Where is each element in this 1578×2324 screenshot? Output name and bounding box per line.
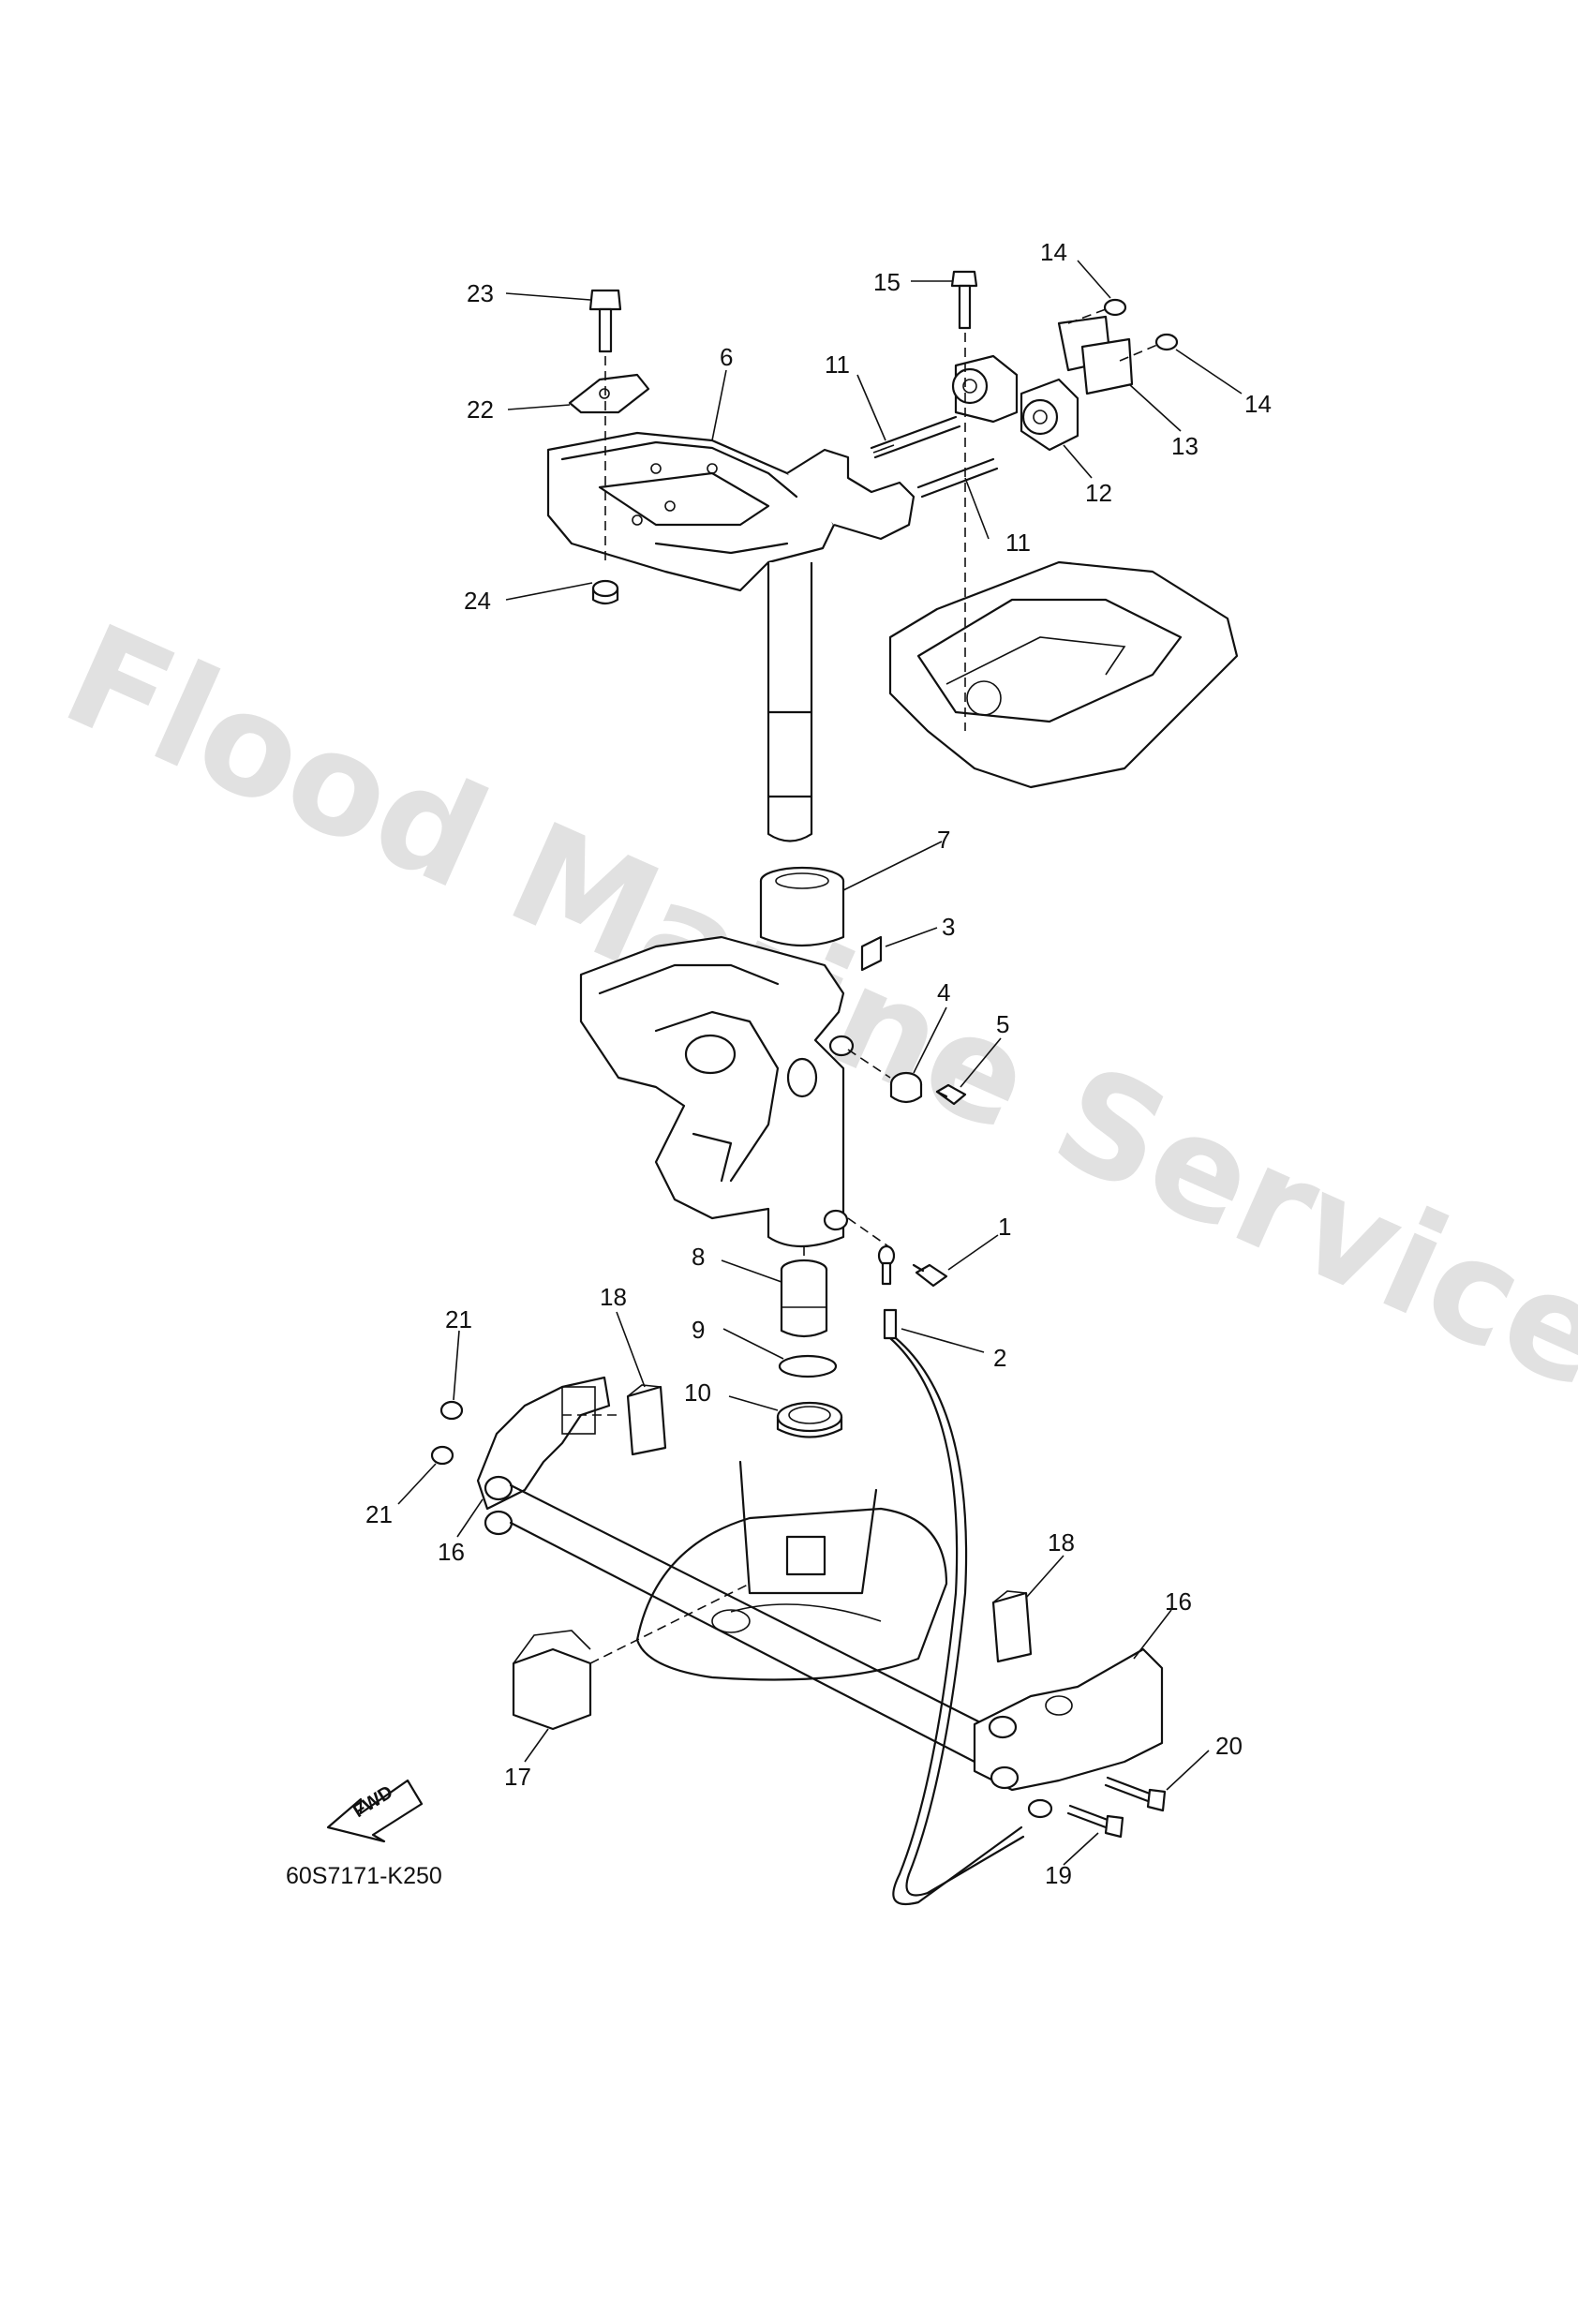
swivel-bracket-part <box>579 935 855 1248</box>
callout-21b: 21 <box>365 1500 393 1528</box>
callout-18a: 18 <box>600 1283 627 1311</box>
right-bracket-part <box>973 1647 1164 1792</box>
mount-rubber-part <box>951 354 1079 452</box>
clip-part <box>860 935 883 972</box>
diagram-code: 60S7171-K250 <box>286 1863 442 1889</box>
callout-8: 8 <box>692 1243 705 1271</box>
callout-9: 9 <box>692 1316 705 1344</box>
callout-11b: 11 <box>1005 529 1031 557</box>
callout-1: 1 <box>998 1213 1011 1241</box>
callout-6: 6 <box>720 343 733 371</box>
callout-10: 10 <box>684 1378 711 1407</box>
callout-16b: 16 <box>1165 1587 1192 1616</box>
mount-nut-part <box>1067 298 1179 362</box>
bushing-part <box>759 866 845 947</box>
callout-labels: 23 22 24 6 11 11 15 14 14 13 12 7 3 4 5 … <box>365 238 1272 1889</box>
callout-16a: 16 <box>438 1538 465 1566</box>
callout-3: 3 <box>942 913 955 941</box>
leader-lines <box>397 260 1243 1866</box>
bracket-bolt-part <box>1066 1804 1124 1839</box>
callout-15: 15 <box>873 268 901 296</box>
left-damper-part <box>626 1384 667 1456</box>
callout-21a: 21 <box>445 1305 472 1333</box>
callout-4: 4 <box>937 978 950 1006</box>
seal-part <box>776 1401 843 1438</box>
callout-13: 13 <box>1171 432 1198 460</box>
stud-part <box>870 415 999 499</box>
callout-17: 17 <box>504 1763 531 1791</box>
casing-outline <box>888 560 1239 789</box>
steering-bracket-part <box>546 431 916 842</box>
callout-2: 2 <box>993 1344 1006 1372</box>
lower-damper-part <box>512 1583 751 1731</box>
callout-22: 22 <box>467 395 494 424</box>
ground-lead-part <box>877 1244 1053 1906</box>
callout-14a: 14 <box>1040 238 1067 266</box>
lower-unit-outline <box>635 1460 948 1681</box>
bolt-part <box>588 289 622 562</box>
callout-20: 20 <box>1215 1732 1243 1760</box>
callout-18b: 18 <box>1048 1528 1075 1557</box>
callout-24: 24 <box>464 587 491 615</box>
callout-19: 19 <box>1045 1861 1072 1889</box>
ground-bolt-part <box>847 1217 948 1288</box>
through-rods <box>509 1414 986 1764</box>
left-nut-part <box>430 1400 464 1466</box>
swivel-bolt-part <box>847 1049 967 1106</box>
o-ring-part <box>778 1354 838 1378</box>
callout-12: 12 <box>1085 479 1112 507</box>
callout-7: 7 <box>937 826 950 854</box>
long-bolt-part <box>1104 1776 1167 1812</box>
fwd-arrow-icon: FWD <box>326 1779 424 1843</box>
right-damper-part <box>991 1590 1033 1663</box>
lower-bushing-part <box>780 1246 828 1338</box>
bracket-plate-part <box>1057 315 1134 395</box>
callout-23: 23 <box>467 279 494 307</box>
callout-14b: 14 <box>1244 390 1272 418</box>
plate-part <box>568 373 650 414</box>
callout-11a: 11 <box>825 350 850 379</box>
swivel-collar-part <box>889 1071 923 1104</box>
nut-part <box>591 579 619 605</box>
left-bracket-part <box>476 1376 611 1536</box>
callout-5: 5 <box>996 1010 1009 1038</box>
mount-bolt-part <box>950 270 978 731</box>
